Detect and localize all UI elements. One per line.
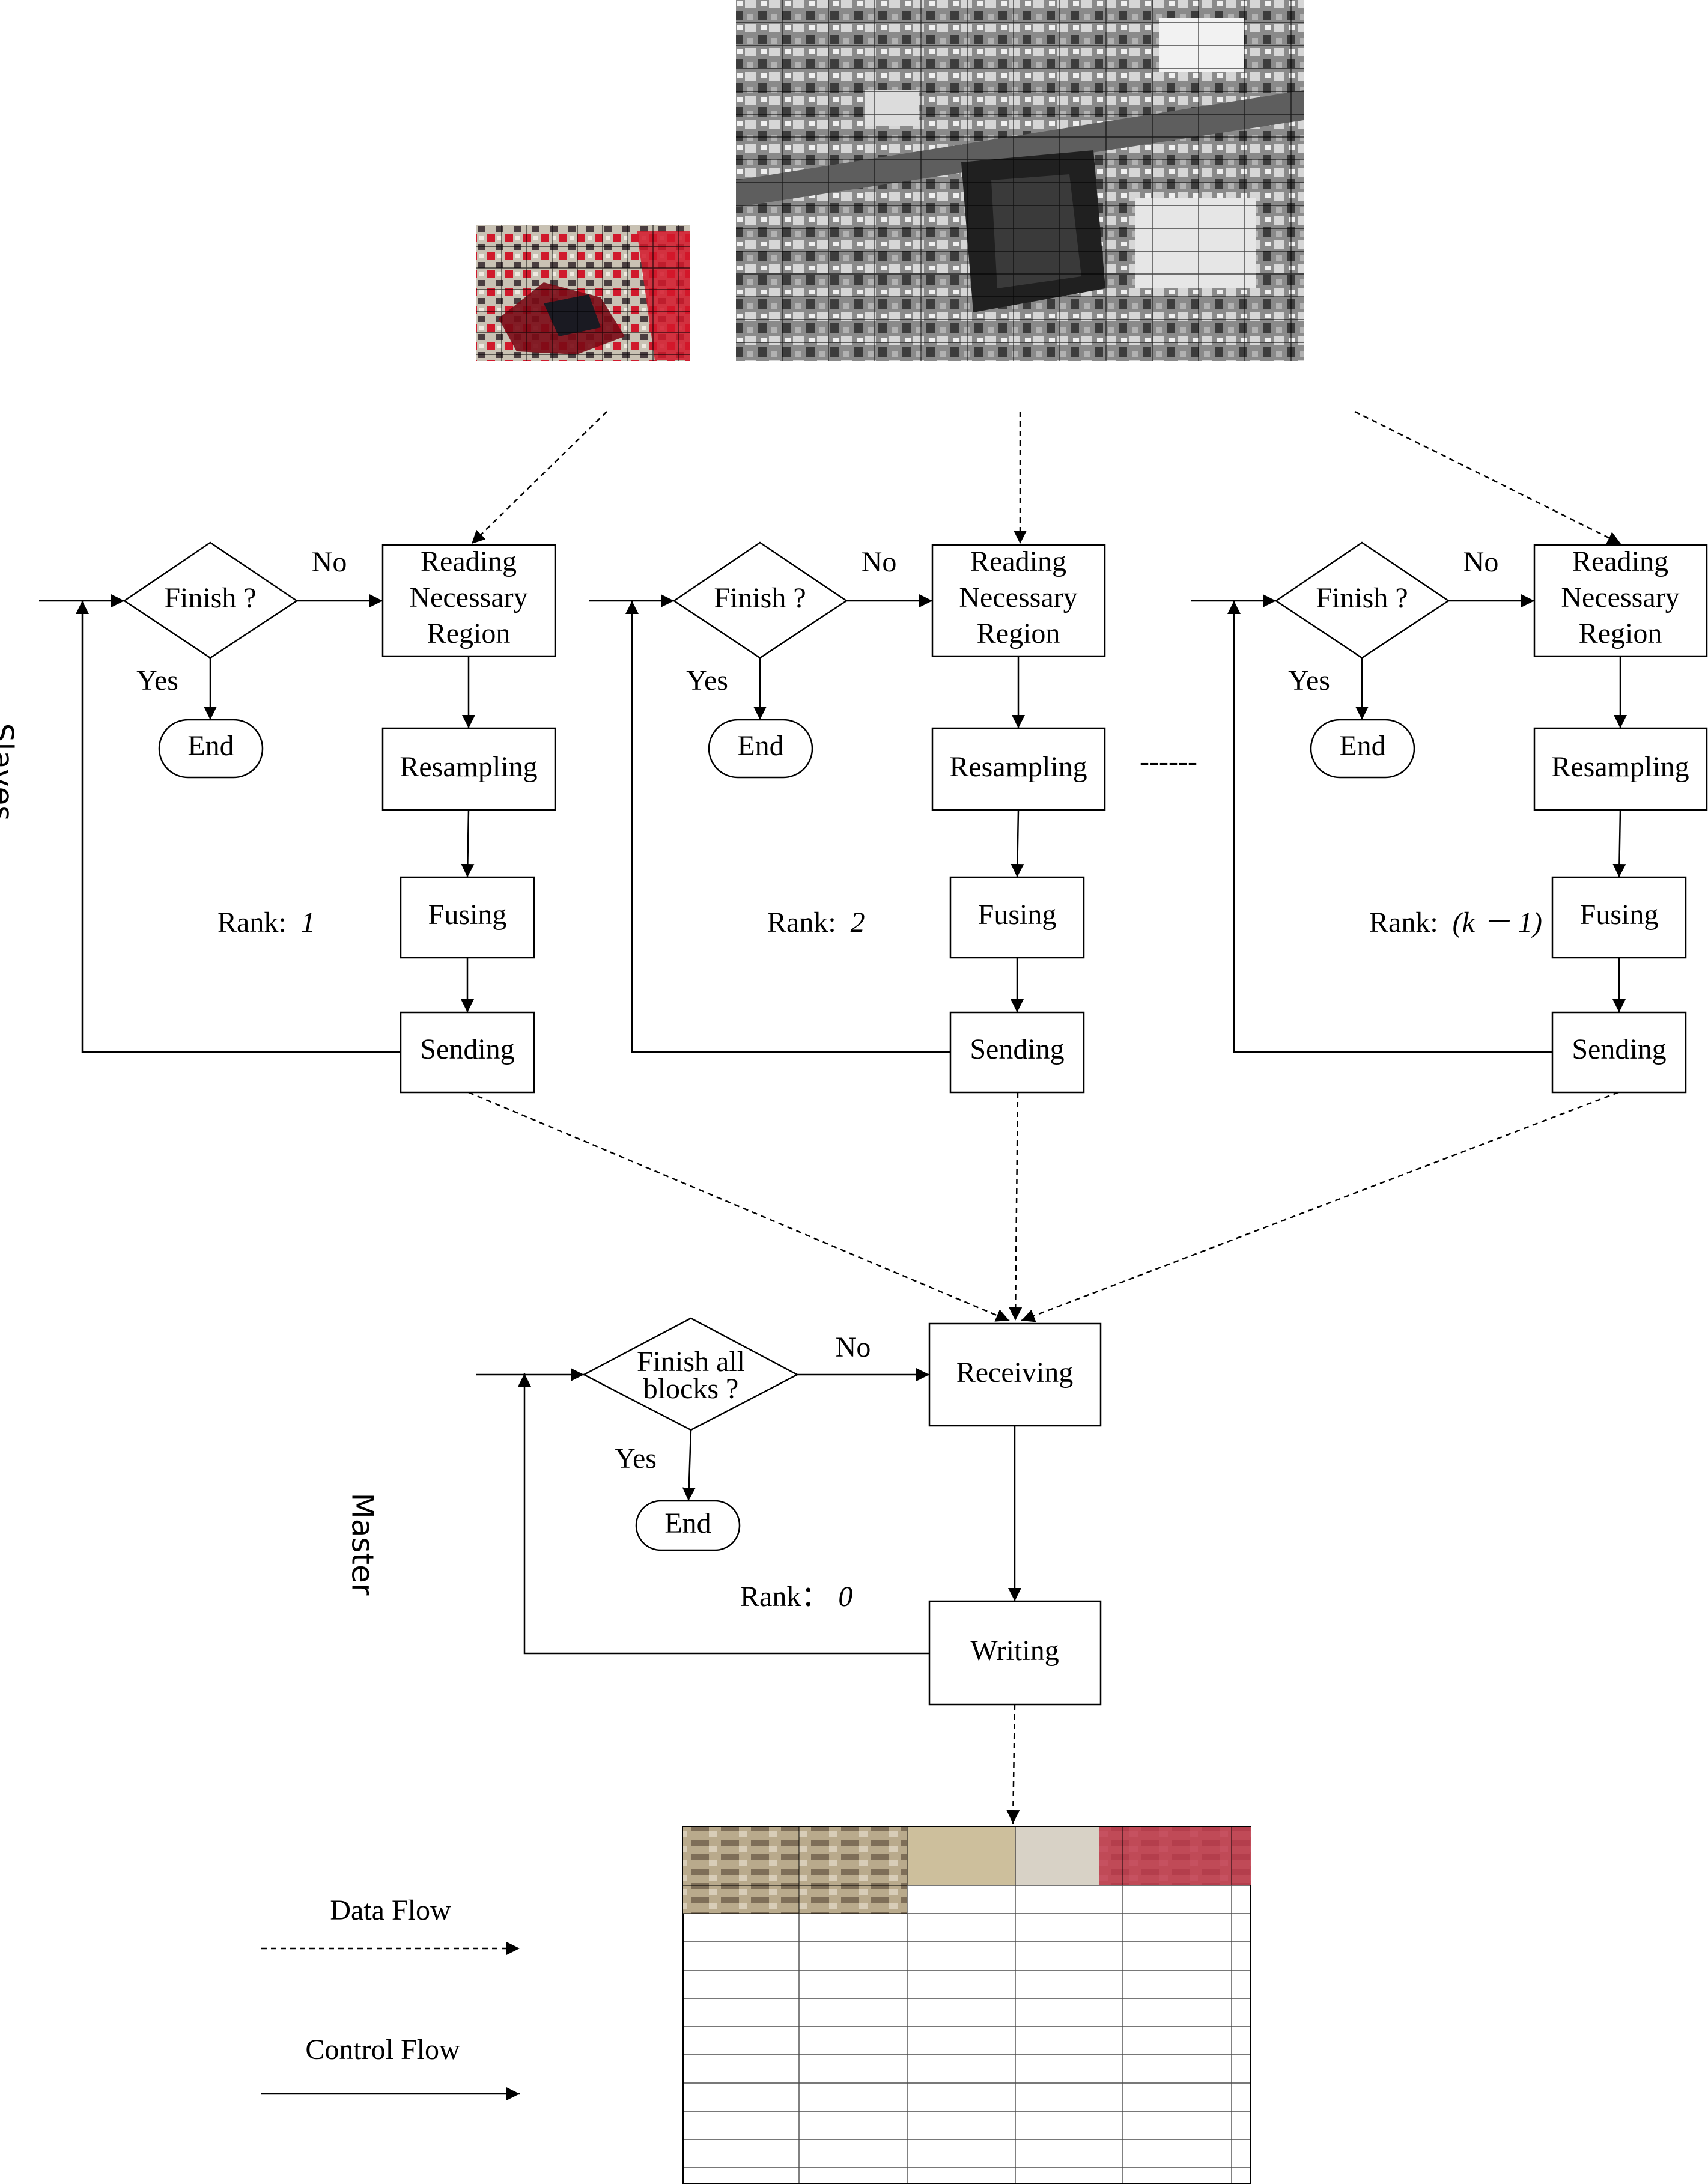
data-flow-read-k	[1354, 410, 1621, 545]
writing-box	[928, 1600, 1102, 1706]
resampling-label: Resampling	[1551, 751, 1689, 783]
reading-line-1: Reading	[1572, 546, 1668, 577]
finish-decision-label: Finish ?	[714, 582, 806, 614]
end-terminal	[1310, 719, 1415, 779]
reading-line-1: Reading	[421, 546, 517, 577]
end-label: End	[737, 730, 783, 762]
no-label: No	[1463, 546, 1499, 578]
sending-box	[949, 1011, 1085, 1094]
master-decision-line2: blocks ?	[643, 1373, 739, 1405]
finish-decision-label: Finish ?	[1316, 582, 1408, 614]
fusing-box	[949, 876, 1085, 959]
master-yes-label: Yes	[615, 1443, 657, 1474]
end-label: End	[187, 730, 234, 762]
data-flow-send-1	[468, 1091, 1010, 1322]
resampling-label: Resampling	[949, 751, 1087, 783]
yes-label: Yes	[136, 665, 178, 696]
receiving-box	[928, 1322, 1102, 1427]
resampling-label: Resampling	[400, 751, 537, 783]
sending-box	[1551, 1011, 1687, 1094]
legend-data-flow-label: Data Flow	[330, 1894, 451, 1926]
data-flow-send-k	[1021, 1091, 1619, 1322]
ellipsis-more-slaves: ------	[1140, 746, 1197, 777]
sending-label: Sending	[1572, 1033, 1666, 1065]
master-decision-line1: Finish all	[637, 1346, 745, 1378]
end-terminal	[158, 719, 264, 779]
legend: Data Flow Control Flow	[261, 1894, 520, 2100]
reading-line-1: Reading	[970, 546, 1066, 577]
fusing-label: Fusing	[428, 899, 507, 931]
reading-line-2: Necessary	[959, 582, 1077, 613]
reading-line-3: Region	[427, 618, 511, 649]
reading-line-3: Region	[1579, 618, 1662, 649]
rank-label: Rank: 2	[767, 907, 865, 938]
sending-label: Sending	[420, 1033, 514, 1065]
master-end-terminal	[635, 1500, 741, 1551]
reading-line-2: Necessary	[409, 582, 527, 613]
resampling-box	[931, 727, 1106, 811]
data-flow-send-2	[1009, 1092, 1023, 1321]
no-label: No	[312, 546, 347, 578]
fusing-box	[400, 876, 535, 959]
receiving-label: Receiving	[956, 1357, 1074, 1389]
rank-label: Rank: (k － 1)	[1369, 907, 1542, 938]
reading-box	[931, 544, 1106, 657]
reading-box	[1533, 544, 1708, 657]
rank-label: Rank: 1	[217, 907, 315, 938]
data-flow-read-1	[471, 411, 607, 544]
slaves-side-label: Slaves	[0, 723, 20, 821]
yes-label: Yes	[686, 665, 728, 696]
no-label: No	[862, 546, 897, 578]
reading-line-2: Necessary	[1561, 582, 1679, 613]
fusing-label: Fusing	[978, 899, 1057, 931]
source-image-color	[476, 225, 690, 361]
master-side-label: Master	[345, 1493, 380, 1596]
end-terminal	[708, 719, 813, 779]
master-rank-label: Rank：0	[740, 1581, 852, 1613]
end-label: End	[1339, 730, 1385, 762]
resampling-box	[1533, 727, 1708, 811]
master-process: Finish all blocks ? No Receiving Yes End…	[476, 1317, 1102, 1706]
data-flow-write-output	[1006, 1704, 1020, 1824]
finish-decision-label: Finish ?	[164, 582, 256, 614]
writing-label: Writing	[970, 1635, 1059, 1667]
yes-label: Yes	[1288, 665, 1330, 696]
fusing-label: Fusing	[1580, 899, 1659, 931]
sending-label: Sending	[970, 1033, 1064, 1065]
source-image-panchromatic	[736, 0, 1304, 361]
reading-box	[381, 544, 556, 657]
master-end-label: End	[664, 1507, 711, 1539]
reading-line-3: Region	[977, 618, 1060, 649]
master-no-label: No	[836, 1331, 871, 1363]
resampling-box	[381, 727, 556, 811]
output-image	[682, 1826, 1251, 2184]
legend-control-flow-label: Control Flow	[305, 2034, 460, 2066]
